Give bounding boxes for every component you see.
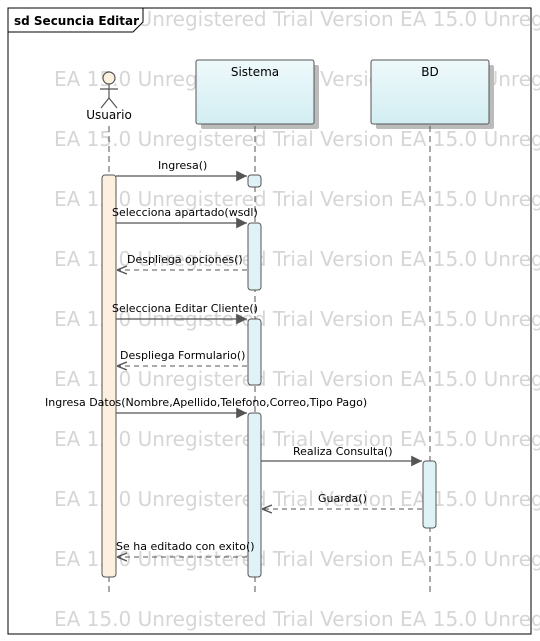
actor-icon <box>100 71 118 109</box>
watermark-text: EA 15.0 Unregistered Trial Version EA 15… <box>54 607 540 631</box>
message-label: Selecciona apartado(wsdl) <box>112 206 258 219</box>
activation-sistema-4 <box>247 412 262 578</box>
diagram-frame <box>7 7 532 635</box>
message-label: Se ha editado con exito() <box>116 540 255 553</box>
lifeline-bd-header[interactable]: BD <box>370 59 494 129</box>
message-6[interactable]: Ingresa Datos(Nombre,Apellido,Telefono,C… <box>45 396 367 419</box>
watermark-text: EA 15.0 Unregistered Trial Version EA 15… <box>54 127 540 151</box>
message-label: Realiza Consulta() <box>293 445 393 458</box>
message-label: Despliega opciones() <box>127 253 243 266</box>
message-5[interactable]: Despliega Formulario() <box>117 349 247 366</box>
message-3[interactable]: Despliega opciones() <box>117 253 247 270</box>
message-9[interactable]: Se ha editado con exito() <box>116 540 255 557</box>
watermark-text: EA 15.0 Unregistered Trial Version EA 15… <box>54 247 540 271</box>
watermark-text: EA 15.0 Unregistered Trial Version EA 15… <box>54 367 540 391</box>
activation-sistema-1 <box>247 174 262 188</box>
lifeline-bd-label: BD <box>421 65 438 79</box>
watermark-text: EA 15.0 Unregistered Trial Version EA 15… <box>54 187 540 211</box>
lifeline-sistema-header[interactable]: Sistema <box>195 59 319 129</box>
watermark-text: EA 15.0 Unregistered Trial Version EA 15… <box>54 427 540 451</box>
activation-bd <box>422 460 437 529</box>
message-2[interactable]: Selecciona apartado(wsdl) <box>112 206 258 229</box>
message-label: Ingresa() <box>158 159 207 172</box>
message-1[interactable]: Ingresa() <box>116 159 247 182</box>
message-label: Despliega Formulario() <box>120 349 245 362</box>
actor-usuario[interactable]: Usuario <box>86 71 132 122</box>
activation-usuario <box>101 174 117 578</box>
frame-tab <box>7 7 144 33</box>
message-label: Selecciona Editar Cliente() <box>112 302 258 315</box>
watermark-text: EA 15.0 Unregistered Trial Version EA 15… <box>54 547 540 571</box>
activation-sistema-3 <box>247 318 262 386</box>
message-7[interactable]: Realiza Consulta() <box>261 445 422 467</box>
frame-title: sd Secuncia Editar <box>14 14 139 28</box>
message-4[interactable]: Selecciona Editar Cliente() <box>112 302 258 325</box>
watermark-text: EA 15.0 Unregistered Trial Version EA 15… <box>54 487 540 511</box>
message-8[interactable]: Guarda() <box>262 492 422 509</box>
message-label: Guarda() <box>318 492 367 505</box>
lifeline-sistema-label: Sistema <box>231 65 279 79</box>
actor-label: Usuario <box>86 108 132 122</box>
message-label: Ingresa Datos(Nombre,Apellido,Telefono,C… <box>45 396 367 409</box>
activation-sistema-2 <box>247 222 262 291</box>
